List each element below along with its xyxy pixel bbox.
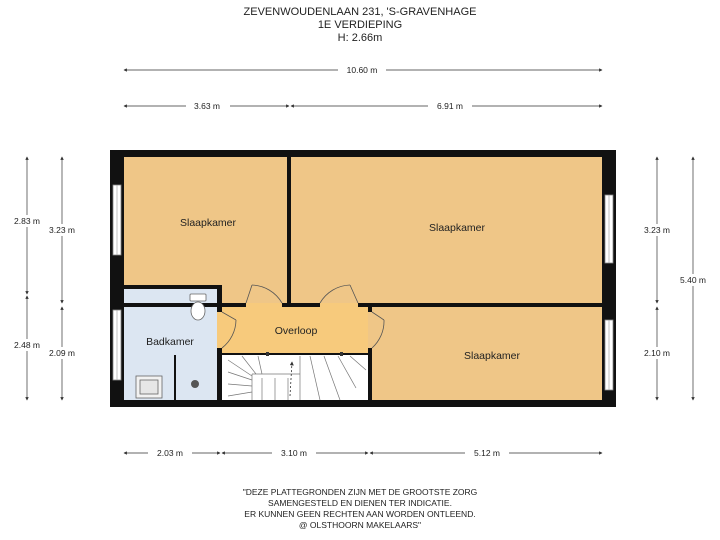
room-label-badkamer: Badkamer: [146, 336, 194, 348]
dim-label-left-inner-top: 3.23 m: [49, 225, 75, 235]
floor-label: 1E VERDIEPING: [317, 19, 403, 31]
dim-bottom-mid: 3.10 m: [221, 447, 369, 459]
dim-right-inner-bottom: 2.10 m: [638, 306, 676, 401]
dim-left-outer-top: 2.83 m: [8, 156, 46, 295]
shower-tray-icon: [135, 375, 163, 399]
staircase: [227, 355, 367, 401]
dim-right-inner-top: 3.23 m: [638, 156, 676, 304]
door-swing-bed1: [245, 284, 283, 304]
room-label-overloop: Overloop: [275, 325, 318, 337]
wall-landing-right: [368, 303, 372, 400]
dim-left-outer-bottom: 2.48 m: [8, 295, 46, 401]
dim-label-top-total: 10.60 m: [347, 65, 378, 75]
dim-label-top-right: 6.91 m: [437, 101, 463, 111]
wall-bottom: [110, 400, 616, 407]
disclaimer-line-2: SAMENGESTELD EN DIENEN TER INDICATIE.: [268, 498, 452, 508]
room-label-slaapkamer-right: Slaapkamer: [429, 222, 486, 234]
ceiling-height: H: 2.66m: [337, 32, 383, 44]
wall-mid-horizontal: [124, 303, 602, 307]
dim-label-top-left: 3.63 m: [194, 101, 220, 111]
wall-stair-rail: [222, 353, 368, 355]
drain-icon: [191, 380, 199, 388]
dim-left-inner-bottom: 2.09 m: [43, 306, 81, 401]
dim-label-left-inner-bottom: 2.09 m: [49, 348, 75, 358]
dim-label-right-inner-top: 3.23 m: [644, 225, 670, 235]
disclaimer-line-4: @ OLSTHOORN MAKELAARS": [298, 520, 422, 530]
glass-partition: [174, 355, 176, 400]
dim-left-inner-top: 3.23 m: [43, 156, 81, 304]
dim-bottom-right: 5.12 m: [369, 447, 603, 459]
stair-post-right: [340, 352, 343, 356]
dim-label-left-outer-top: 2.83 m: [14, 216, 40, 226]
door-opening-bed2: [320, 303, 358, 307]
stair-direction-arrow: [289, 361, 294, 397]
door-swing-bed3: [371, 311, 385, 349]
dim-bottom-left: 2.03 m: [123, 447, 221, 459]
dim-top-total: 10.60 m: [123, 64, 603, 76]
dim-label-left-outer-bottom: 2.48 m: [14, 340, 40, 350]
room-label-slaapkamer-left: Slaapkamer: [180, 217, 237, 229]
address-title: ZEVENWOUDENLAAN 231, 'S-GRAVENHAGE: [243, 6, 477, 18]
wall-top: [110, 150, 616, 157]
door-opening-bath: [217, 312, 222, 348]
dim-label-bottom-right: 5.12 m: [474, 448, 500, 458]
room-fill-overloop: [222, 307, 368, 354]
door-swing-bath: [221, 311, 237, 349]
wall-bedroom-divider: [287, 157, 291, 307]
stair-post-left: [266, 352, 269, 356]
room-fill-slaapkamer-left: [124, 157, 287, 303]
room-label-slaapkamer-bottom: Slaapkamer: [464, 350, 521, 362]
dim-label-bottom-left: 2.03 m: [157, 448, 183, 458]
toilet-icon: [189, 293, 207, 321]
plan-header: ZEVENWOUDENLAAN 231, 'S-GRAVENHAGE 1E VE…: [0, 6, 720, 45]
dim-label-right-inner-bottom: 2.10 m: [644, 348, 670, 358]
dim-label-bottom-mid: 3.10 m: [281, 448, 307, 458]
room-fill-slaapkamer-bottom: [372, 307, 602, 400]
door-swing-bed2: [319, 284, 359, 304]
dim-top-left: 3.63 m: [123, 100, 290, 112]
disclaimer: "DEZE PLATTEGRONDEN ZIJN MET DE GROOTSTE…: [0, 487, 720, 531]
disclaimer-line-3: ER KUNNEN GEEN RECHTEN AAN WORDEN ONTLEE…: [244, 509, 476, 519]
door-opening-bed3: [368, 312, 372, 348]
dim-label-right-outer-total: 5.40 m: [680, 275, 706, 285]
disclaimer-line-1: "DEZE PLATTEGRONDEN ZIJN MET DE GROOTSTE…: [242, 487, 478, 497]
wall-bath-top: [124, 285, 222, 289]
dim-top-right: 6.91 m: [290, 100, 603, 112]
room-fill-slaapkamer-right: [291, 157, 602, 303]
dim-right-outer-total: 5.40 m: [674, 156, 712, 401]
door-opening-bed1: [246, 303, 282, 307]
